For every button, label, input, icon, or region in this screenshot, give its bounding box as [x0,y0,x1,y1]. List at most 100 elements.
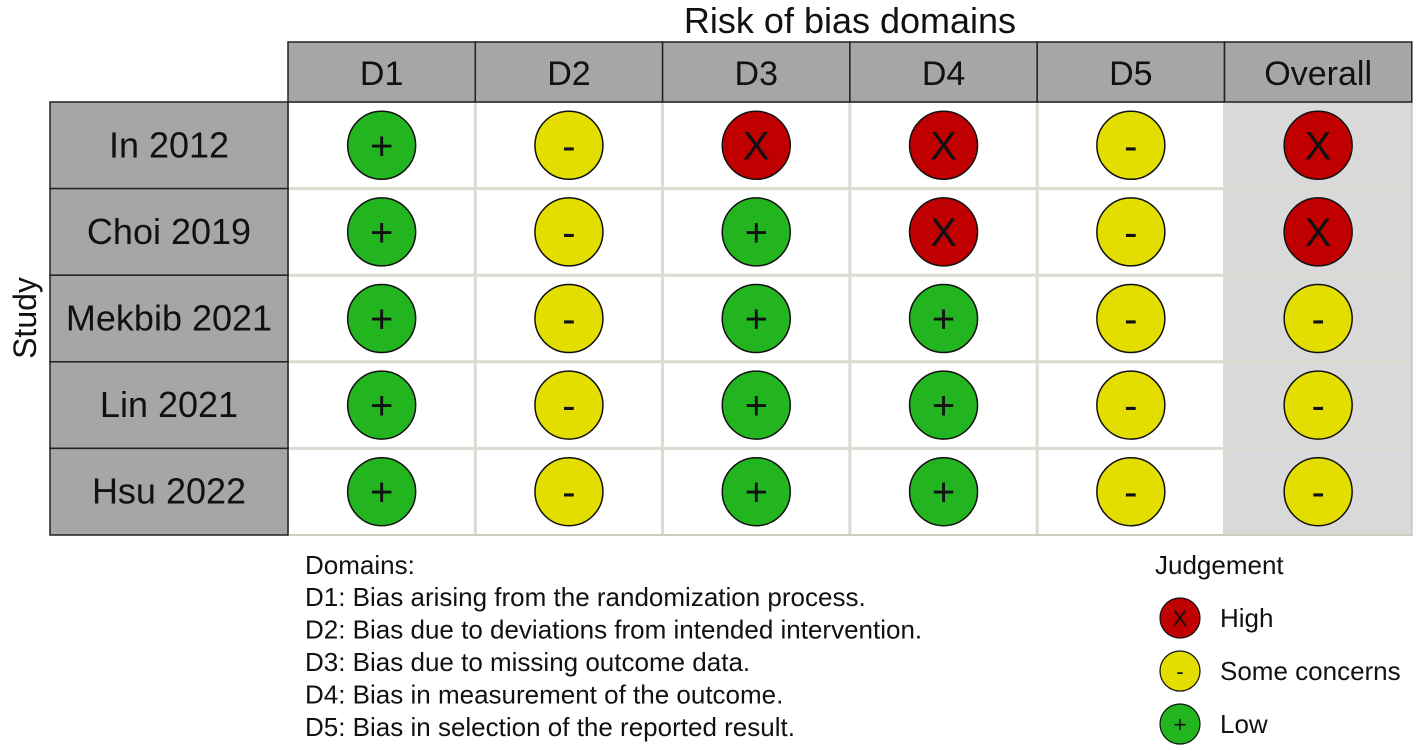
judgement-symbol: - [1124,384,1137,428]
judgement-some-marker [1096,370,1166,440]
study-label: Hsu 2022 [92,471,246,512]
judgement-some-marker [1283,370,1353,440]
domain-notes: Domains: D1: Bias arising from the rando… [305,550,922,742]
domain-header-label: D4 [922,55,965,93]
judgement-symbol: - [1124,124,1137,168]
legend-label: Some concerns [1220,656,1401,686]
judgement-symbol: X [930,211,957,255]
legend-symbol: - [1176,659,1183,684]
domain-header-label: D2 [547,55,590,93]
judgement-symbol: X [1305,211,1332,255]
judgement-symbol: - [562,124,575,168]
judgement-some-marker [534,370,604,440]
legend-label: Low [1220,709,1268,739]
domain-header-cell [1036,41,1226,103]
judgement-symbol: + [745,298,768,342]
judgement-symbol: + [932,384,955,428]
judgement-symbol: + [932,471,955,515]
judgement-symbol: + [745,471,768,515]
study-label: Lin 2021 [100,384,238,425]
judgement-symbol: X [930,124,957,168]
judgement-symbol: X [743,124,770,168]
legend-symbol: + [1174,712,1187,737]
judgement-high-marker [908,110,979,181]
judgement-low-marker [721,283,791,354]
judgement-low-marker [346,110,417,181]
legend-symbol: X [1173,606,1188,631]
study-header-cell [49,101,289,190]
legend-title: Judgement [1155,550,1284,580]
domain-note: D2: Bias due to deviations from intended… [305,615,922,645]
domain-header-cell [661,41,851,103]
judgement-low-marker [721,370,791,440]
judgement-symbol: - [562,298,575,342]
domain-header-label: D3 [735,55,778,93]
judgement-low-marker [346,370,417,440]
judgement-symbol: + [932,298,955,342]
judgement-symbol: - [1311,298,1324,342]
legend: Judgement X High - Some concerns + Low [1155,550,1401,745]
judgement-low-marker [346,456,417,527]
domains-heading: Domains: [305,550,415,580]
judgement-some-marker [534,110,604,181]
domain-note: D1: Bias arising from the randomization … [305,582,866,612]
y-axis-label: Study [7,277,43,359]
judgement-some-marker [1096,197,1166,267]
judgement-high-marker [721,110,791,181]
judgement-low-marker [721,197,791,267]
judgement-symbol: + [370,471,393,515]
judgement-high-marker [908,197,979,267]
domain-header-cell [287,41,477,103]
study-header-cell [49,447,289,536]
judgement-symbol: + [370,211,393,255]
study-header-cell [49,361,289,450]
study-label: Mekbib 2021 [66,298,272,339]
legend-some-marker [1159,650,1201,692]
judgement-some-marker [1096,283,1166,354]
judgement-some-marker [534,456,604,527]
domain-header-label: D1 [360,55,403,93]
judgement-low-marker [908,370,979,440]
study-label: Choi 2019 [87,211,251,252]
judgement-symbol: - [1311,384,1324,428]
domain-header-label: D5 [1109,55,1152,93]
judgement-some-marker [534,197,604,267]
judgement-symbol: - [1124,471,1137,515]
study-header-cell [49,187,289,276]
domain-header-label: Overall [1264,55,1372,93]
judgement-symbol: - [1124,211,1137,255]
judgement-symbol: - [562,211,575,255]
judgement-symbol: + [370,298,393,342]
judgement-low-marker [721,456,791,527]
judgement-symbol: + [370,124,393,168]
legend-label: High [1220,603,1273,633]
judgement-symbol: X [1305,124,1332,168]
judgement-some-marker [1283,456,1353,527]
judgement-some-marker [534,283,604,354]
judgement-symbol: - [1311,471,1324,515]
judgement-some-marker [1096,110,1166,181]
chart-title: Risk of bias domains [684,0,1016,41]
judgement-low-marker [346,197,417,267]
judgement-low-marker [346,283,417,354]
domain-note: D4: Bias in measurement of the outcome. [305,680,783,710]
judgement-high-marker [1283,197,1353,267]
study-header-cell [49,274,289,363]
domain-header-cell [1223,41,1413,103]
domain-note: D5: Bias in selection of the reported re… [305,712,795,742]
domain-header-cell [474,41,664,103]
judgement-some-marker [1096,456,1166,527]
judgement-symbol: + [745,211,768,255]
judgement-some-marker [1283,283,1353,354]
judgement-symbol: - [1124,298,1137,342]
domain-note: D3: Bias due to missing outcome data. [305,647,750,677]
judgement-symbol: + [370,384,393,428]
legend-high-marker [1159,597,1201,639]
judgement-symbol: - [562,384,575,428]
study-label: In 2012 [109,124,229,165]
legend-low-marker [1159,703,1201,745]
judgement-high-marker [1283,110,1353,181]
judgement-low-marker [908,283,979,354]
